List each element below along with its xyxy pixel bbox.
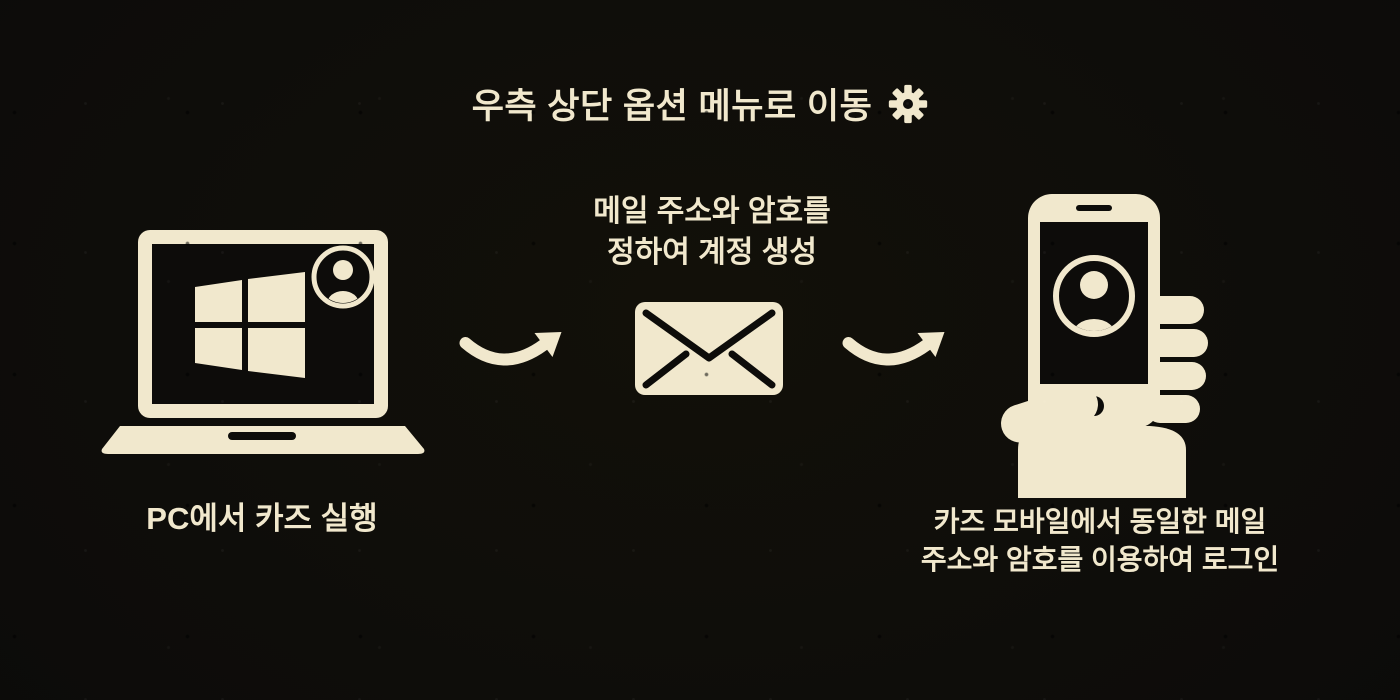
page-title: 우측 상단 옵션 메뉴로 이동 [471,87,873,126]
arrow-right-icon-1 [455,305,580,380]
envelope-icon [633,300,785,402]
mobile-step-label: 카즈 모바일에서 동일한 메일 주소와 암호를 이용하여 로그인 [900,503,1300,579]
mobile-label-line2: 주소와 암호를 이용하여 로그인 [920,543,1280,575]
user-avatar-icon [1053,255,1135,337]
user-avatar-icon [311,245,375,309]
hand-thumb [1001,385,1098,443]
laptop-windows-icon [100,230,425,464]
step-pc [100,230,425,465]
header: 우측 상단 옵션 메뉴로 이동 [0,78,1400,129]
email-step-caption: 메일 주소와 암호를 정하여 계정 생성 [512,192,912,273]
arrow-right-icon-2 [838,305,963,380]
email-caption-line1: 메일 주소와 암호를 [593,195,831,228]
hand-holding-phone-icon [1000,188,1210,503]
hand-fingers [1146,296,1208,423]
pc-step-label: PC에서 카즈 실행 [146,501,378,536]
windows-logo [195,272,305,378]
mobile-label-line1: 카즈 모바일에서 동일한 메일 [933,506,1267,537]
email-caption-line2: 정하여 계정 생성 [607,235,817,269]
gear-icon [888,84,928,124]
hand-palm [1018,426,1186,498]
